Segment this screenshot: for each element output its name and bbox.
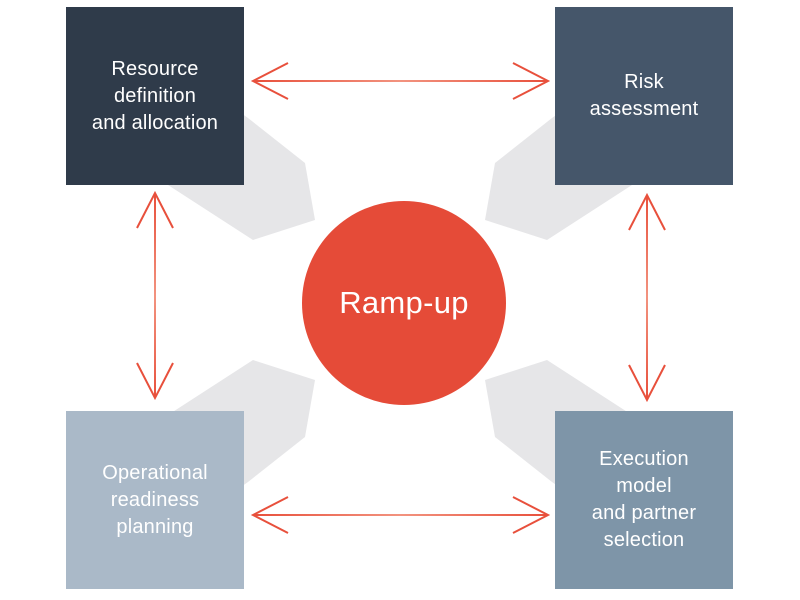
node-execution-model: Execution model and partner selection [555,411,733,589]
center-circle: Ramp-up [302,201,506,405]
node-resource-definition: Resource definition and allocation [66,7,244,185]
node-risk-assessment: Risk assessment [555,7,733,185]
node-resource-definition-label: Resource definition and allocation [91,57,219,134]
node-operational-readiness: Operational readiness planning [66,411,244,589]
node-operational-readiness-label: Operational readiness planning [102,461,208,538]
node-risk-assessment-label: Risk assessment [589,71,699,120]
node-execution-model-label: Execution model and partner selection [591,448,697,551]
center-circle-label: Ramp-up [339,285,469,320]
